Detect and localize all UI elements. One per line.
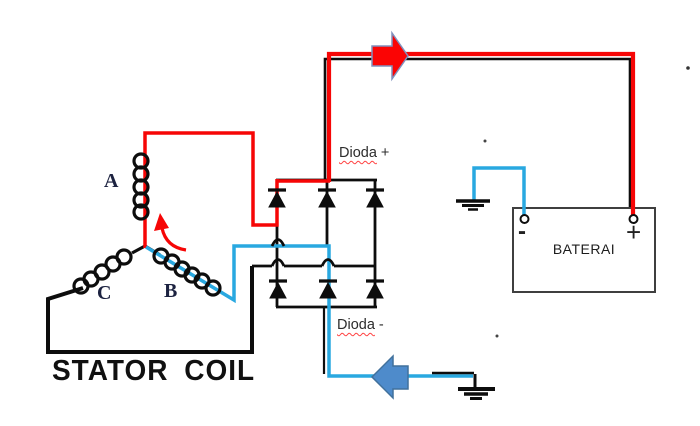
coil-a-winding [132,152,150,221]
diode-icon [269,279,287,299]
diode-icon [319,279,337,299]
hop-rail-over-blue [320,258,336,267]
diode-icon [366,279,384,299]
coil-c-winding [72,248,133,295]
wire-hop-arcs [270,238,336,267]
coil-loop [132,191,150,209]
speck [483,139,487,143]
dioda-plus-word: Dioda [339,145,377,161]
diode-icon [268,188,286,208]
diode-icon [366,188,384,208]
speck [495,334,499,338]
hop-col1-over-blue [270,238,286,247]
phase-a-red-wire [143,131,279,248]
coil-c-label: C [97,282,112,304]
dioda-plus-label: Dioda + [339,145,389,161]
coil-a-label: A [104,170,119,192]
coil-loop [204,279,222,297]
junction-stub-c [131,244,146,255]
negative-output-black-wire [322,308,477,388]
current-arrow-right-icon [371,30,409,82]
stator-outline-path [46,266,254,354]
diode-icon [318,188,336,208]
speck [686,66,690,70]
positive-wire [143,51,636,248]
diodes-negative-row [269,279,384,299]
battery-positive-sign: + [626,217,642,247]
ground-icon-battery-side [456,199,490,211]
stator-outline [46,244,254,354]
current-arrow-left-icon [370,354,409,400]
diodes-positive-row [268,188,384,208]
coil-loop [132,203,150,221]
battery-negative-sign: - [518,218,526,245]
battery-ground-blue-wire [472,166,526,216]
dioda-minus-sign: - [378,317,384,333]
battery-terminal-negative-post [519,214,530,224]
positive-output-black-wire [323,57,632,215]
coil-b-label: B [164,280,178,302]
battery-name-label: BATERAI [552,241,616,257]
dioda-plus-sign: + [380,145,390,161]
stator-coil-title: STATOR COIL [52,354,256,387]
rotation-arrow-icon [154,213,187,252]
battery-terminal-positive-post [628,214,639,224]
dioda-minus-word: Dioda [337,317,375,333]
positive-output-red-wire [326,51,636,215]
coil-loop [104,255,122,273]
negative-wire [145,166,526,378]
hop-rail-over-col1 [270,258,286,267]
ground-icon-negative-side [458,387,495,400]
coil-b-winding [152,247,222,297]
dioda-minus-label: Dioda - [337,317,384,333]
coil-loop [72,277,90,295]
